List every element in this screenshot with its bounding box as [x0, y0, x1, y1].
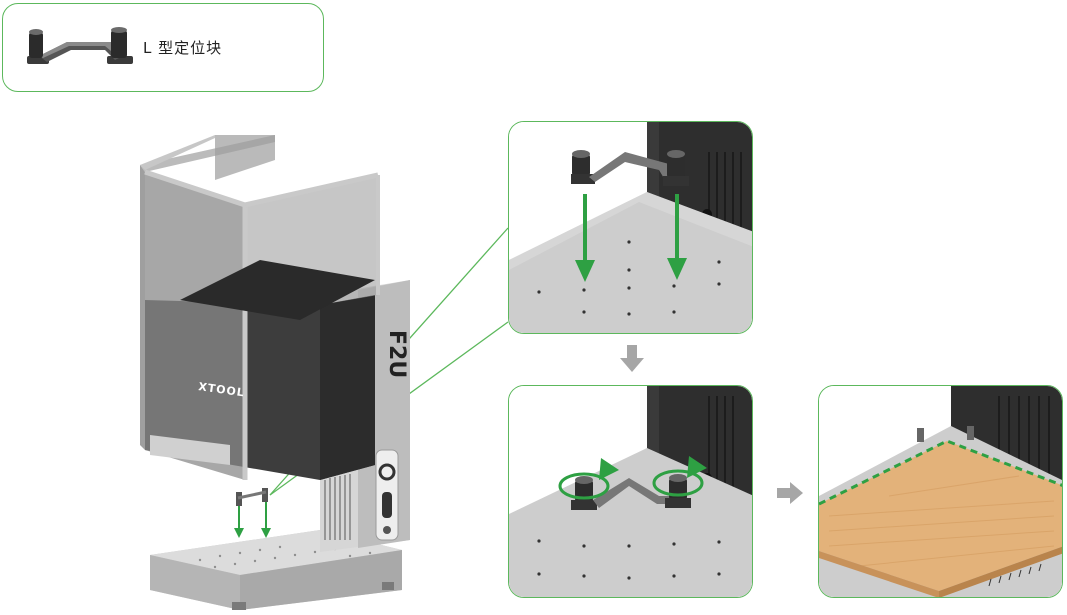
step-panel-place-material: [818, 385, 1063, 598]
legend-box: L 型定位块: [2, 3, 324, 92]
step-arrow-down-icon: [620, 345, 644, 377]
model-text: F2U: [384, 330, 409, 378]
step-panel-rotate-block: [508, 385, 753, 598]
step-arrow-right-icon: [777, 482, 803, 508]
machine-illustration: F2U XTOOL: [120, 120, 420, 615]
step-panel-place-block: [508, 121, 753, 334]
brand-text: XTOOL: [198, 380, 246, 399]
legend-label: L 型定位块: [143, 39, 223, 57]
l-shaped-positioning-block-icon: [25, 26, 137, 80]
